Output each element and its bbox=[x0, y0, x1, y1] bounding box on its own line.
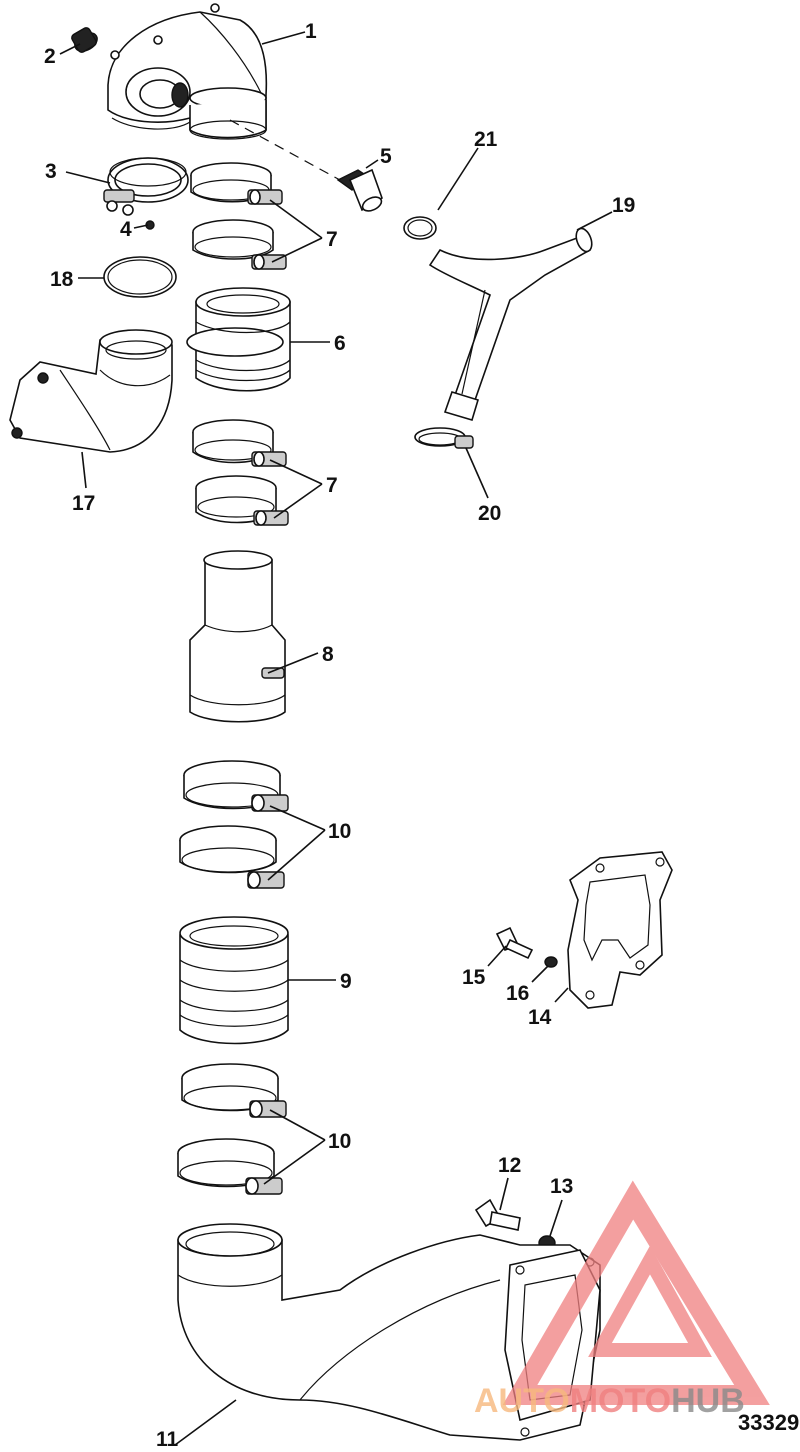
callout-16: 16 bbox=[506, 982, 529, 1005]
callout-19: 19 bbox=[612, 194, 635, 217]
part-18-o-ring bbox=[103, 256, 177, 298]
callout-18: 18 bbox=[50, 268, 74, 291]
callout-15: 15 bbox=[462, 966, 486, 989]
leader-lines bbox=[59, 31, 613, 1446]
part-7-hose-clamp bbox=[192, 419, 287, 467]
part-19-hose bbox=[428, 227, 593, 421]
part-17-exhaust-elbow bbox=[9, 329, 173, 453]
part-2-plug bbox=[71, 27, 98, 53]
part-5-fitting bbox=[336, 168, 383, 212]
callout-11: 11 bbox=[156, 1428, 179, 1451]
part-12-bolt bbox=[474, 1198, 521, 1231]
callout-8: 8 bbox=[322, 643, 334, 666]
part-10-hose-clamp bbox=[181, 1063, 287, 1118]
part-16-nut bbox=[544, 956, 558, 968]
callout-4: 4 bbox=[120, 218, 132, 241]
part-7-hose-clamp bbox=[190, 162, 283, 205]
callout-21: 21 bbox=[474, 128, 498, 151]
part-7-hose-clamp bbox=[192, 219, 287, 270]
callout-labels: 1 2 3 4 5 6 7 7 8 9 10 10 11 12 13 14 15… bbox=[44, 20, 635, 1451]
figure-number: 33329 bbox=[738, 1410, 799, 1435]
part-21-hose-clamp bbox=[403, 216, 437, 240]
part-15-bolt bbox=[495, 926, 534, 960]
callout-9: 9 bbox=[340, 970, 352, 993]
watermark-text: AUTOMOTOHUB bbox=[474, 1382, 745, 1420]
part-10-hose-clamp bbox=[177, 1138, 283, 1195]
part-8-exhaust-tube bbox=[189, 550, 286, 723]
callout-12: 12 bbox=[498, 1154, 521, 1177]
part-1-elbow-assembly bbox=[107, 3, 268, 140]
callout-6: 6 bbox=[334, 332, 346, 355]
callout-14: 14 bbox=[528, 1006, 552, 1029]
part-20-hose-clamp bbox=[414, 427, 474, 449]
part-3-clamp bbox=[103, 157, 189, 216]
callout-13: 13 bbox=[550, 1175, 573, 1198]
callout-2: 2 bbox=[44, 45, 56, 68]
part-7-hose-clamp bbox=[195, 475, 289, 526]
callout-7-upper: 7 bbox=[326, 228, 338, 251]
assembly-centerline bbox=[229, 119, 341, 181]
watermark-auto: AUTO bbox=[474, 1382, 570, 1420]
callout-17: 17 bbox=[72, 492, 95, 515]
callout-7-lower: 7 bbox=[326, 474, 338, 497]
watermark-logo bbox=[502, 1180, 770, 1405]
watermark-moto: MOTO bbox=[570, 1382, 671, 1420]
callout-10-upper: 10 bbox=[328, 820, 351, 843]
part-6-bellows bbox=[186, 287, 291, 392]
callout-10-lower: 10 bbox=[328, 1130, 351, 1153]
part-9-bellows bbox=[179, 916, 289, 1045]
part-10-hose-clamp bbox=[183, 760, 289, 812]
part-10-hose-clamp bbox=[179, 825, 285, 889]
part-14-gasket bbox=[567, 851, 673, 1009]
callout-3: 3 bbox=[45, 160, 57, 183]
callout-5: 5 bbox=[380, 145, 392, 168]
watermark-hub: HUB bbox=[671, 1382, 745, 1420]
callout-20: 20 bbox=[478, 502, 501, 525]
callout-1: 1 bbox=[305, 20, 317, 43]
